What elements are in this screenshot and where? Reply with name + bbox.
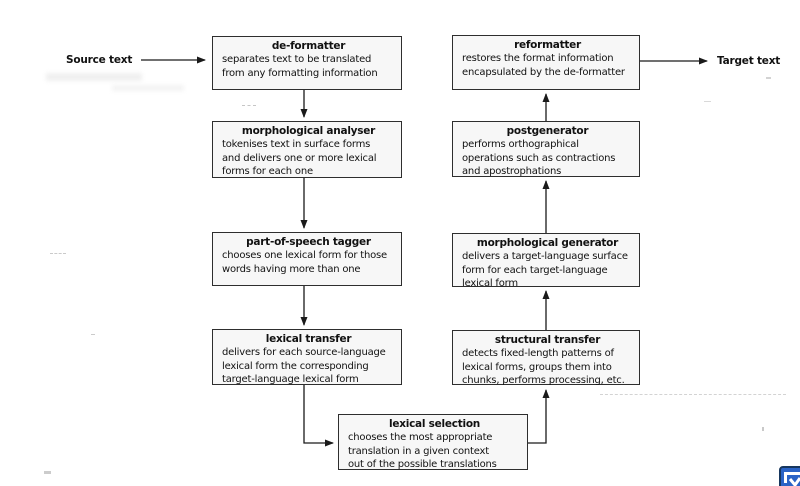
box-description: tokenises text in surface forms and deli… — [222, 139, 377, 177]
box-description: detects fixed-length patterns of lexical… — [462, 348, 625, 386]
box-title: lexical selection — [388, 418, 481, 430]
box-morphological-generator: morphological generator delivers a targe… — [452, 233, 640, 289]
source-text-label: Source text — [66, 54, 133, 66]
scan-mark — [44, 471, 51, 474]
box-title: structural transfer — [494, 334, 601, 346]
box-description: performs orthographical operations such … — [462, 139, 616, 177]
box-structural-transfer: structural transfer detects fixed-length… — [452, 330, 640, 386]
box-reformatter: reformatter restores the format informat… — [452, 35, 640, 90]
box-lexical-transfer: lexical transfer delivers for each sourc… — [212, 329, 402, 385]
scan-mark — [762, 427, 764, 431]
box-description: delivers for each source-language lexica… — [222, 347, 386, 385]
box-title: morphological analyser — [241, 125, 376, 137]
box-morphological-analyser: morphological analyser tokenises text in… — [212, 121, 402, 178]
box-de-formatter: de-formatter separates text to be transl… — [212, 36, 402, 90]
box-title: part-of-speech tagger — [246, 236, 371, 248]
box-description: delivers a target-language surface form … — [462, 251, 628, 289]
box-description: restores the format information encapsul… — [462, 53, 625, 78]
scan-smudge — [112, 85, 184, 91]
box-description: chooses the most appropriate translation… — [348, 432, 497, 470]
box-part-of-speech-tagger: part-of-speech tagger chooses one lexica… — [212, 232, 402, 286]
scan-mark — [600, 394, 786, 395]
scan-mark — [91, 334, 95, 335]
target-text-label: Target text — [717, 55, 781, 67]
box-title: morphological generator — [476, 237, 619, 249]
box-title: reformatter — [514, 39, 581, 51]
box-title: postgenerator — [506, 125, 589, 137]
box-description: separates text to be translated from any… — [222, 54, 378, 79]
scan-mark — [242, 105, 256, 106]
scan-mark — [50, 253, 66, 254]
arrow-lexicalselection-to-structuraltransfer — [528, 389, 550, 444]
box-title: lexical transfer — [265, 333, 352, 345]
arrow-lexicaltransfer-to-lexicalselection — [303, 385, 334, 447]
scan-smudge — [46, 73, 142, 81]
blue-logo-icon — [779, 466, 800, 486]
scan-mark — [766, 77, 771, 79]
box-title: de-formatter — [271, 40, 346, 52]
scan-mark — [704, 101, 711, 102]
box-description: chooses one lexical form for those words… — [222, 250, 388, 275]
box-postgenerator: postgenerator performs orthographical op… — [452, 121, 640, 177]
box-lexical-selection: lexical selection chooses the most appro… — [338, 414, 528, 470]
